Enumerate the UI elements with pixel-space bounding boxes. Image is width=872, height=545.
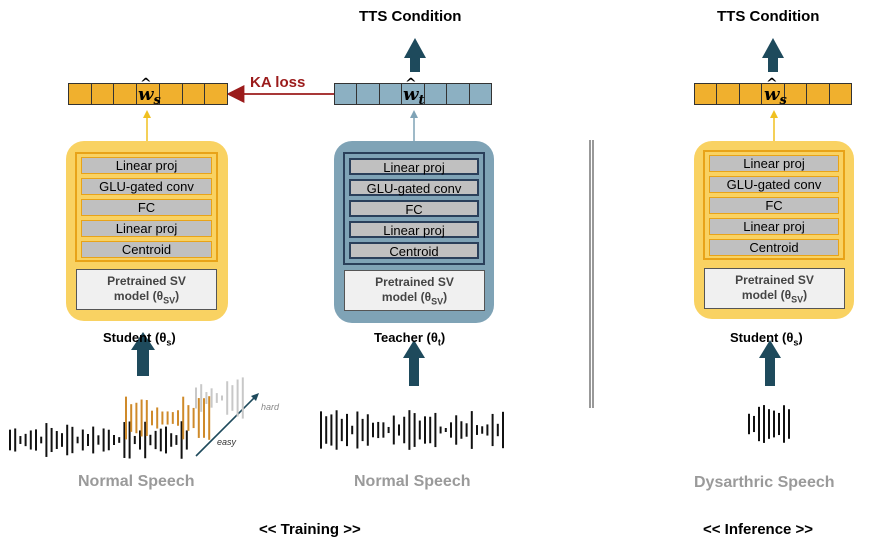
teacher-encoder: Linear proj GLU-gated conv FC Linear pro… xyxy=(334,141,494,323)
teacher-label: Teacher (θt) xyxy=(374,330,446,348)
inference-pretrained-sv: Pretrained SV model (θSV) xyxy=(704,268,845,309)
teacher-pretrained-sv: Pretrained SV model (θSV) xyxy=(344,270,485,311)
inference-layer-linear-proj-2: Linear proj xyxy=(709,218,839,235)
up-arrow-teacher-in xyxy=(403,340,425,386)
ka-loss-label: KA loss xyxy=(250,74,306,91)
student-embedding-symbol: ^ws xyxy=(138,76,161,108)
curriculum-easy-label: easy xyxy=(217,437,237,447)
inference-layer-fc: FC xyxy=(709,197,839,214)
training-phase-label: << Training >> xyxy=(259,521,361,538)
inference-adapter-stack: Linear proj GLU-gated conv FC Linear pro… xyxy=(703,150,845,260)
inference-speech-label: Dysarthric Speech xyxy=(694,474,835,491)
student-encoder: Linear proj GLU-gated conv FC Linear pro… xyxy=(66,141,228,321)
up-arrow-teacher-out xyxy=(404,38,426,72)
student-layer-centroid: Centroid xyxy=(81,241,212,258)
waveform-student-gray xyxy=(195,377,244,419)
up-arrow-student-in xyxy=(131,332,155,376)
student-pretrained-sv: Pretrained SV model (θSV) xyxy=(76,269,217,310)
teacher-layer-fc: FC xyxy=(349,200,479,217)
teacher-embedding-vector xyxy=(334,83,492,105)
teacher-embedding-symbol: ^wt xyxy=(403,76,425,108)
teacher-layer-linear-proj-1: Linear proj xyxy=(349,158,479,175)
waveform-student-orange xyxy=(125,396,211,440)
student-layer-fc: FC xyxy=(81,199,212,216)
inference-layer-linear-proj-1: Linear proj xyxy=(709,155,839,172)
student-infer-label: Student (θs) xyxy=(730,330,803,348)
student-speech-label: Normal Speech xyxy=(78,473,195,490)
inference-encoder: Linear proj GLU-gated conv FC Linear pro… xyxy=(694,141,854,319)
inference-embedding-symbol: ^ws xyxy=(764,76,787,108)
student-layer-linear-proj-2: Linear proj xyxy=(81,220,212,237)
teacher-layer-linear-proj-2: Linear proj xyxy=(349,221,479,238)
inference-phase-label: << Inference >> xyxy=(703,521,814,538)
teacher-layer-glu-conv: GLU-gated conv xyxy=(349,179,479,196)
waveform-dysarthric xyxy=(748,405,790,443)
student-adapter-stack: Linear proj GLU-gated conv FC Linear pro… xyxy=(75,152,218,262)
up-arrow-infer-in xyxy=(759,340,781,386)
teacher-speech-label: Normal Speech xyxy=(354,473,471,490)
student-layer-glu-conv: GLU-gated conv xyxy=(81,178,212,195)
inference-embedding-vector xyxy=(694,83,852,105)
up-arrow-infer-out xyxy=(762,38,784,72)
student-embedding-vector xyxy=(68,83,228,105)
inference-layer-centroid: Centroid xyxy=(709,239,839,256)
teacher-tts-condition: TTS Condition xyxy=(359,8,462,25)
waveform-student-normal xyxy=(9,421,188,459)
curriculum-hard-label: hard xyxy=(261,402,280,412)
student-train-label: Student (θs) xyxy=(103,330,176,348)
teacher-layer-centroid: Centroid xyxy=(349,242,479,259)
inference-tts-condition: TTS Condition xyxy=(717,8,820,25)
student-layer-linear-proj-1: Linear proj xyxy=(81,157,212,174)
inference-layer-glu-conv: GLU-gated conv xyxy=(709,176,839,193)
waveform-teacher-normal xyxy=(320,410,504,450)
teacher-adapter-stack: Linear proj GLU-gated conv FC Linear pro… xyxy=(343,152,485,265)
curriculum-arrow xyxy=(195,395,257,457)
